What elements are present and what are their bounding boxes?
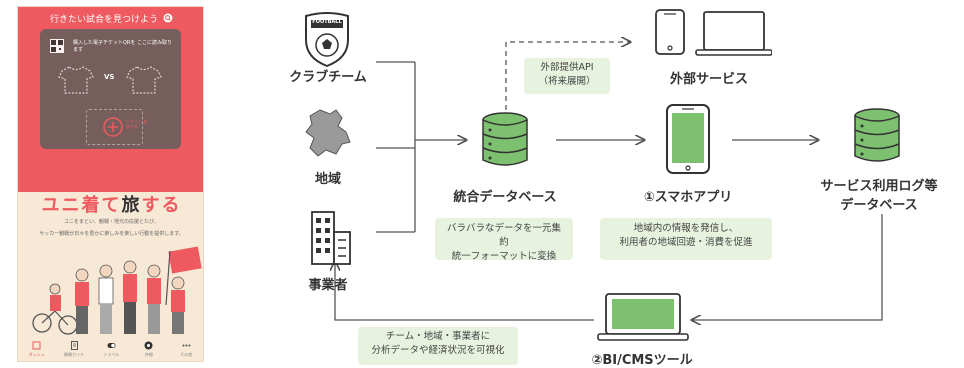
nav-item-travel[interactable]: トラベル [96,341,126,358]
qr-code-icon [50,39,64,53]
integrated-db-label: 統合データベース [453,190,557,205]
bi-cms-note: チーム・地域・事業者に 分析データや経済状況を可視化 [358,327,518,365]
football-badge-label: FOOTBALL [312,19,342,25]
nav-item-friends[interactable]: 仲間 [134,341,164,358]
smartphone-icon [666,104,710,174]
home-shirt-icon [58,66,94,94]
ball-icon [144,341,153,350]
app-headline: ユニ着て旅する [41,195,182,216]
log-db-label-line1: サービス利用ログ等 [820,179,938,194]
integrated-db-note: バラバラなデータを一元集約 統一フォーマットに変換 [435,218,573,262]
external-devices-icon [655,9,772,56]
toggle-icon [107,343,116,348]
nav-item-guide[interactable]: 観戦ガイド [59,341,89,358]
office-building-icon [311,211,351,265]
app-description-line2: サッカー観戦が日々を豊かに楽しみを楽しい行動を提供します。 [39,231,184,237]
external-service-label: 外部サービス [669,72,748,87]
integrated-database-icon [482,112,528,166]
football-club-icon [305,12,349,68]
add-ticket-label: チケット 追加する [126,119,148,129]
laptop-icon [597,293,689,341]
smartphone-app-note: 地域内の情報を発信し、 利用者の地域回遊・消費を促進 [600,218,772,260]
region-label: 地域 [314,172,341,187]
supporters-illustration [32,246,202,335]
ticket-card[interactable] [40,29,181,149]
search-icon [163,13,173,23]
nav-item-more[interactable]: その他 [171,341,201,358]
away-shirt-icon [126,66,162,94]
app-description-line1: ユニをまとい、観戦・地元の応援とたび、 [63,219,159,225]
api-dashed-arrow [505,42,630,110]
app-search-title[interactable]: 行きたい試合を見つけよう [18,12,203,25]
app-screenshot: 行きたい試合を見つけよう 購入した電子チケットQRを ここに読み取ります VS [17,6,204,362]
club-team-label: クラブチーム [289,70,367,85]
bi-to-business-arrow [335,262,594,321]
log-db-label-line2: データベース [840,198,918,213]
smartphone-app-label: ①スマホアプリ [643,190,733,205]
log-database-icon [854,108,900,162]
more-icon [182,344,191,347]
add-circle-icon[interactable] [102,116,124,138]
log-db-to-bi-arrow [692,214,883,320]
vs-label: VS [104,73,115,81]
dashboard-icon [32,341,41,350]
add-ticket-area[interactable] [86,109,143,145]
region-map-icon [305,109,351,157]
ticket-hint-text: 購入した電子チケットQRを ここに読み取ります [73,40,173,53]
bi-cms-tool-label: ②BI/CMSツール [591,353,693,368]
business-label: 事業者 [308,278,348,293]
api-note: 外部提供API （将来展開） [524,58,610,94]
app-bottom-nav: ダッシュ 観戦ガイド トラベル 仲間 その他 [18,341,203,361]
nav-item-dashboard[interactable]: ダッシュ [22,341,52,358]
document-icon [70,341,78,350]
